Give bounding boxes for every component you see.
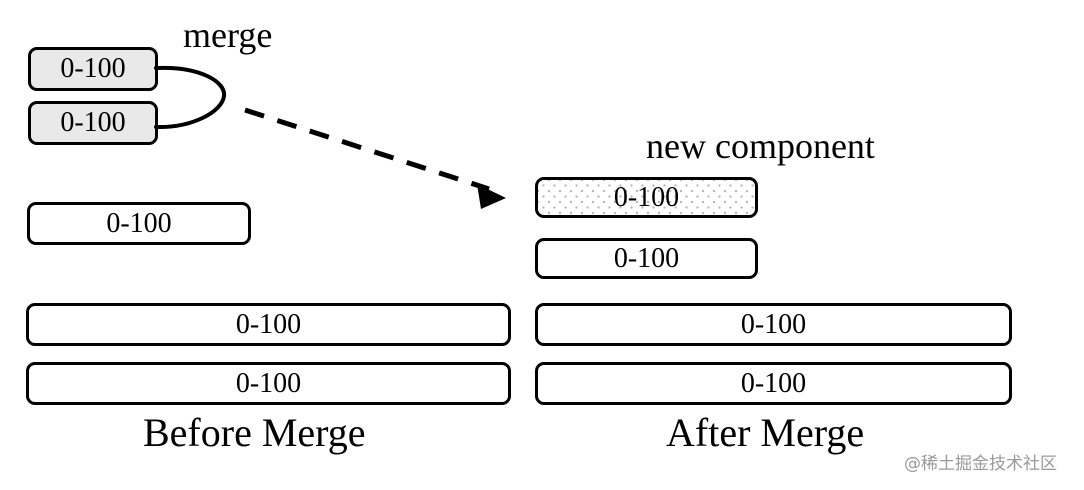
range-box-left-wide-bottom[interactable]: 0-100 bbox=[26, 362, 511, 405]
range-box-right-new-component[interactable]: 0-100 bbox=[535, 177, 758, 218]
range-box-label: 0-100 bbox=[60, 107, 126, 138]
before-merge-caption: Before Merge bbox=[143, 410, 366, 455]
watermark: @稀土掘金技术社区 bbox=[904, 454, 1057, 474]
range-box-label: 0-100 bbox=[740, 308, 807, 340]
range-box-left-merge-bottom[interactable]: 0-100 bbox=[28, 101, 158, 145]
range-box-right-wide-top[interactable]: 0-100 bbox=[535, 303, 1012, 346]
range-box-label: 0-100 bbox=[235, 367, 302, 399]
range-box-label: 0-100 bbox=[106, 207, 172, 239]
new-component-label: new component bbox=[646, 126, 875, 166]
range-box-left-wide-top[interactable]: 0-100 bbox=[26, 303, 511, 346]
merge-curve-connector bbox=[154, 65, 227, 130]
range-box-right-wide-bottom[interactable]: 0-100 bbox=[535, 362, 1012, 405]
range-box-label: 0-100 bbox=[613, 242, 680, 274]
range-box-label: 0-100 bbox=[740, 367, 807, 399]
range-box-label: 0-100 bbox=[235, 308, 302, 340]
range-box-left-medium[interactable]: 0-100 bbox=[27, 202, 251, 245]
merge-dashed-arrow-line bbox=[244, 107, 490, 192]
range-box-right-second[interactable]: 0-100 bbox=[535, 238, 758, 279]
merge-arrowhead-icon bbox=[477, 184, 506, 209]
range-box-left-merge-top[interactable]: 0-100 bbox=[28, 47, 158, 91]
merge-label: merge bbox=[183, 15, 273, 55]
range-box-label: 0-100 bbox=[60, 53, 126, 84]
after-merge-caption: After Merge bbox=[666, 410, 865, 455]
range-box-label: 0-100 bbox=[613, 181, 680, 213]
